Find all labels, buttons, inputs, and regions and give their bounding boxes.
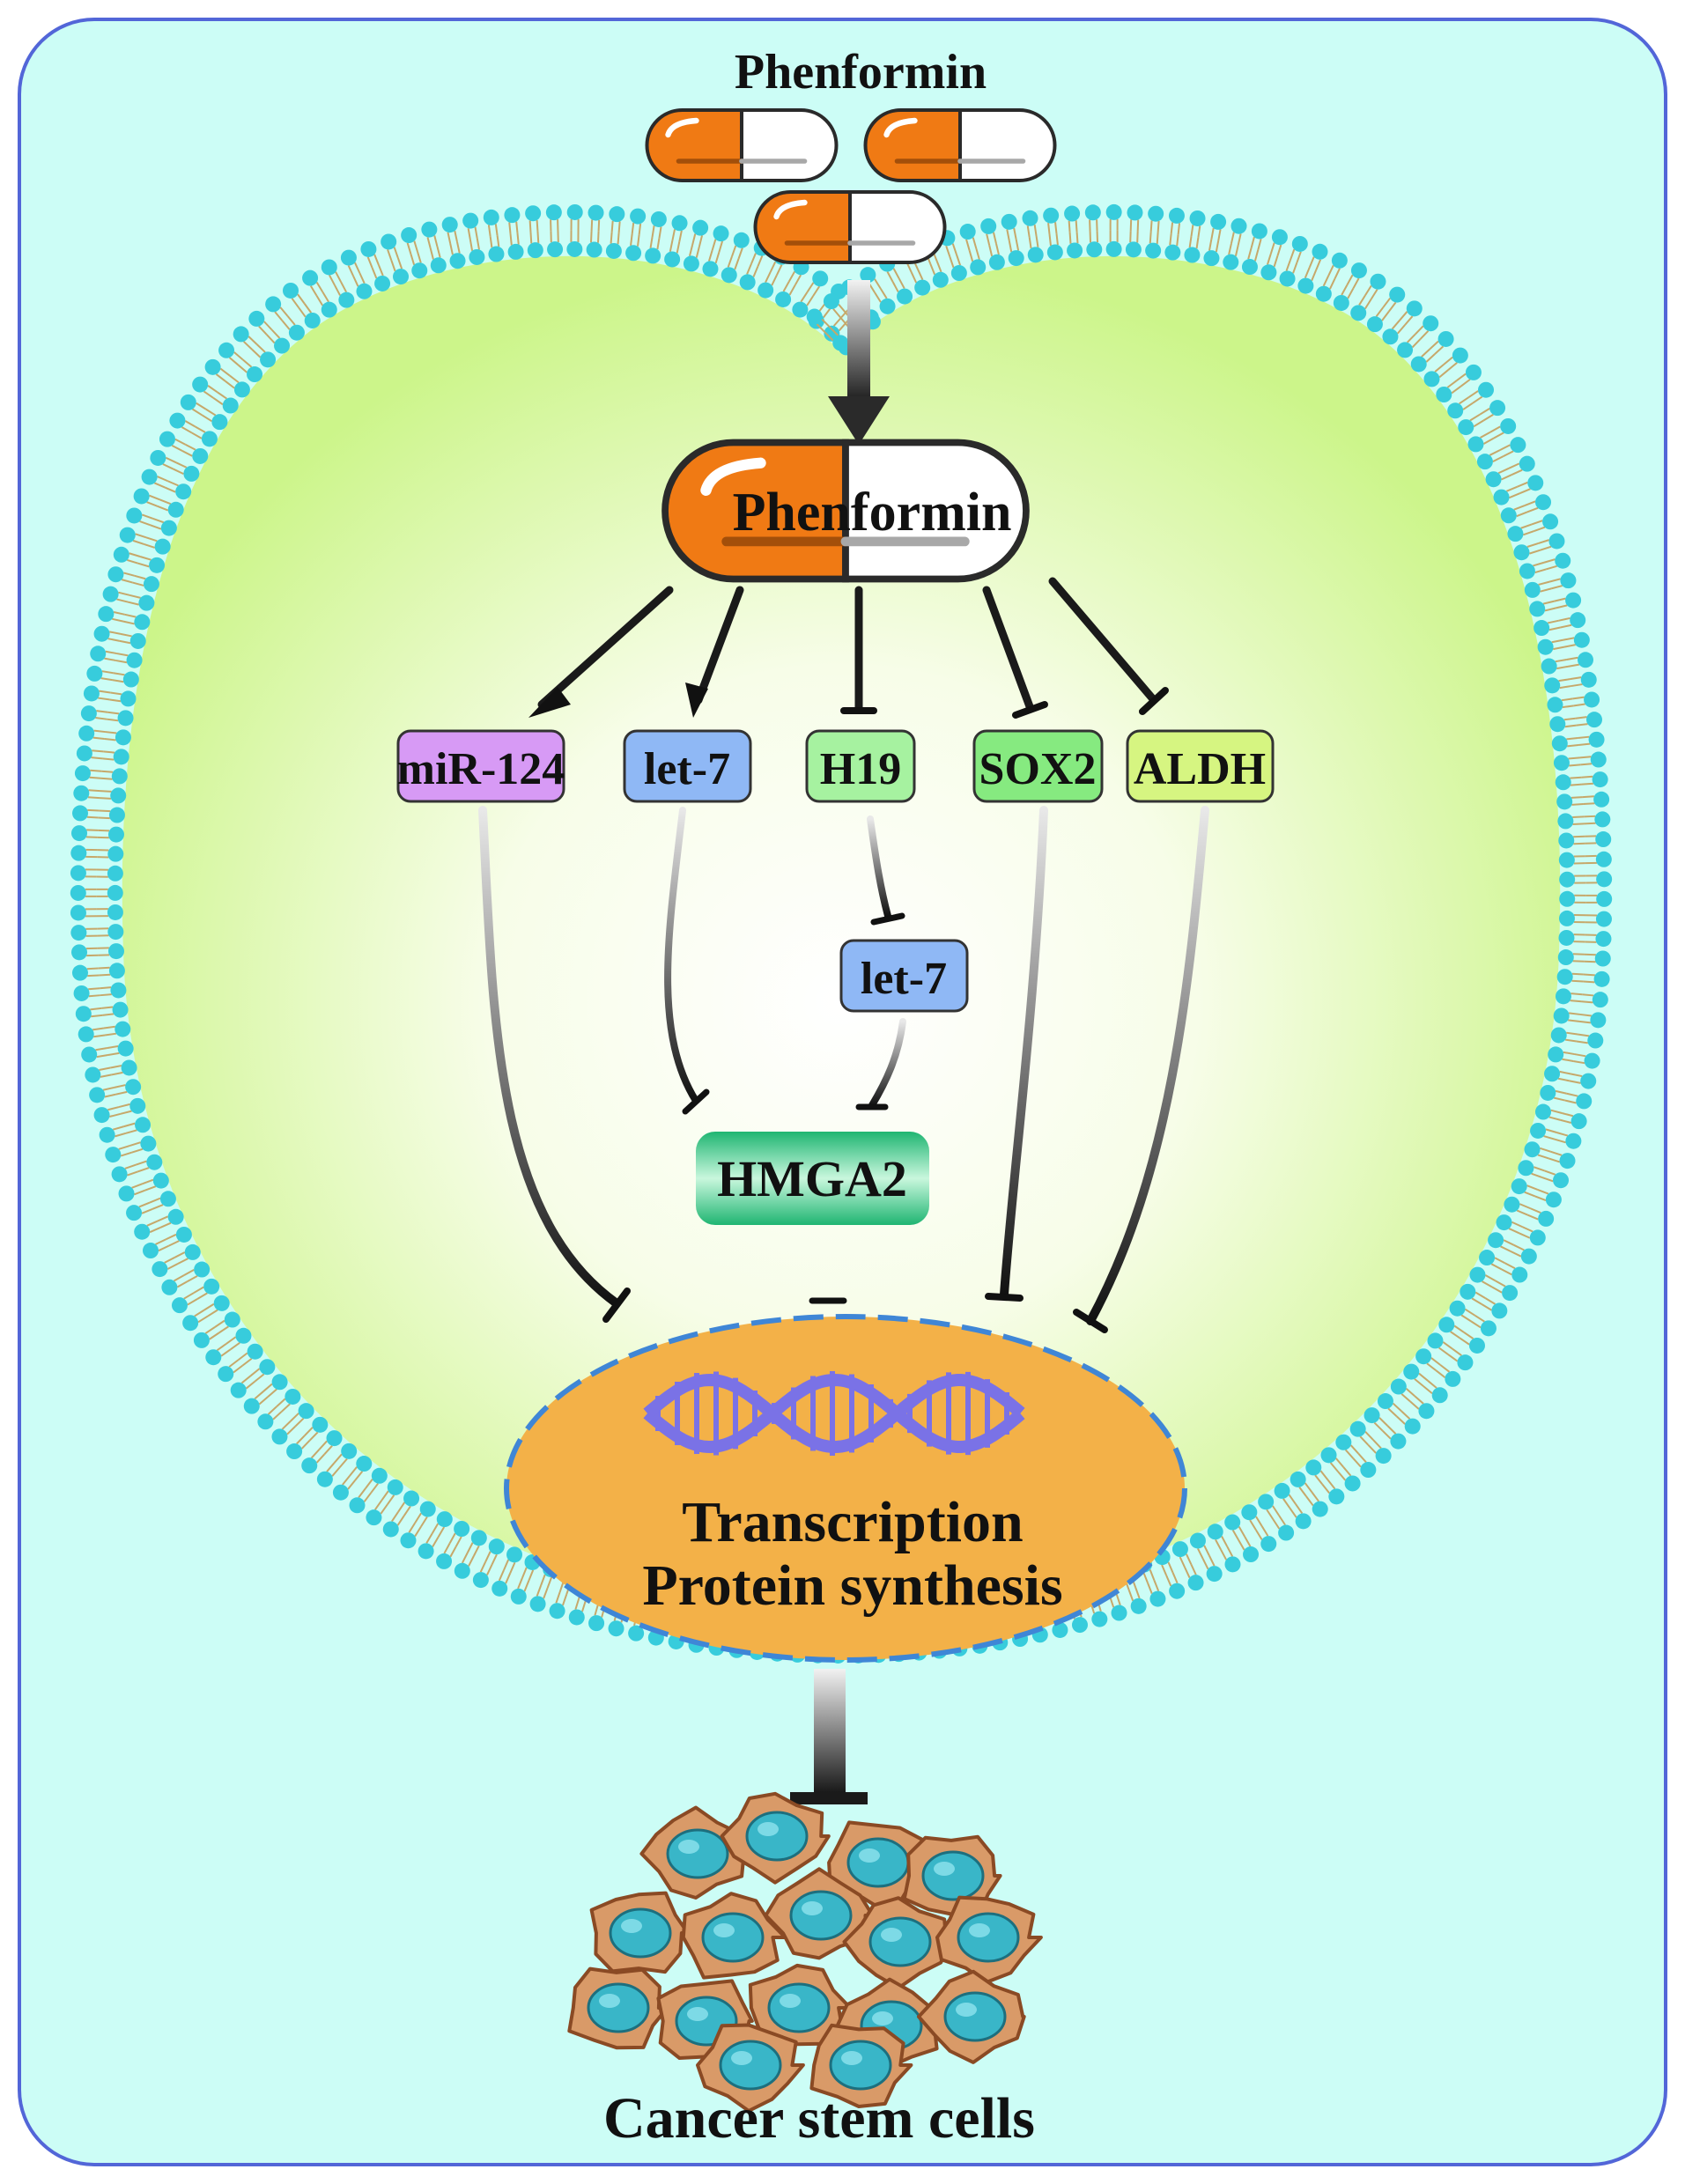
node-aldh: ALDH — [1126, 729, 1275, 803]
drug-capsule — [863, 108, 1057, 182]
tee-let7-hmga2 — [682, 1088, 710, 1115]
cancer-cell — [764, 1867, 875, 1960]
cancer-cells-label: Cancer stem cells — [603, 2086, 1035, 2151]
node-let7-secondary: let-7 — [839, 939, 969, 1013]
drug-capsule — [753, 190, 947, 264]
edge-let7-to-hmga2 — [664, 807, 699, 1104]
drug-label-outside: Phenformin — [735, 45, 987, 100]
cancer-stem-cells-cluster — [567, 1791, 1043, 2113]
node-label: ALDH — [1134, 744, 1266, 794]
cancer-cell — [720, 1791, 831, 1885]
edge-drug-to-let7 — [694, 586, 744, 705]
tee-sox2 — [1012, 701, 1048, 719]
drug-capsule — [645, 108, 839, 182]
node-h19: H19 — [805, 729, 916, 803]
edge-drug-to-mir124 — [537, 586, 674, 709]
node-mir124: miR-124 — [396, 729, 565, 803]
cancer-cell — [567, 1966, 669, 2050]
arrowhead-let7 — [685, 682, 708, 718]
node-label: H19 — [820, 744, 901, 794]
exit-tee-head — [790, 1792, 868, 1804]
edges-to-nucleus — [478, 806, 1209, 1333]
cancer-cell — [842, 1896, 953, 1990]
cancer-cell — [917, 1969, 1026, 2064]
edge-h19-to-let7b — [867, 815, 891, 919]
edge-drug-to-aldh — [1048, 577, 1158, 705]
tee-sox2-nucleus — [985, 1293, 1024, 1302]
tee-aldh-nucleus — [1073, 1309, 1108, 1333]
tee-h19-let7b — [870, 912, 905, 926]
node-label: miR-124 — [397, 744, 565, 794]
edge-drug-to-sox2 — [982, 586, 1035, 713]
cell-membrane — [70, 203, 1613, 1664]
edges-from-drug — [528, 577, 1169, 719]
cancer-cell — [748, 1963, 853, 2050]
cancer-cell — [589, 1891, 690, 1974]
arrowhead-mir124 — [528, 687, 571, 718]
node-label: let-7 — [861, 954, 947, 1004]
drug-label-inside: Phenformin — [733, 483, 1012, 542]
cytoplasm — [122, 255, 1561, 1612]
node-label: let-7 — [644, 744, 730, 794]
exit-arrow-shaft — [814, 1669, 846, 1792]
node-sox2: SOX2 — [972, 729, 1104, 803]
edge-let7b-to-hmga2 — [868, 1018, 906, 1109]
node-label: SOX2 — [979, 744, 1097, 794]
dna-icon — [643, 1371, 1025, 1456]
drug-capsule-inside — [661, 439, 1030, 583]
cancer-cell — [935, 1895, 1043, 1984]
cancer-cell — [639, 1805, 750, 1900]
cancer-cell — [809, 2023, 913, 2108]
entry-arrow-shaft — [847, 280, 870, 403]
tee-mir124-nucleus — [602, 1288, 631, 1323]
nucleus-label-transcription: Transcription — [682, 1490, 1023, 1554]
cancer-cell — [902, 1834, 1002, 1918]
tee-aldh — [1139, 687, 1169, 715]
nucleus-label-protein-synthesis: Protein synthesis — [642, 1553, 1062, 1618]
node-let7: let-7 — [623, 729, 752, 803]
entry-arrow-head — [828, 396, 890, 445]
edge-sox2-to-nucleus — [1000, 806, 1048, 1299]
cancer-cell — [696, 2023, 805, 2113]
node-hmga2: HMGA2 — [696, 1132, 929, 1225]
edge-aldh-to-nucleus — [1086, 806, 1209, 1325]
node-label: HMGA2 — [717, 1150, 907, 1207]
edge-mir124-to-nucleus — [478, 806, 621, 1308]
